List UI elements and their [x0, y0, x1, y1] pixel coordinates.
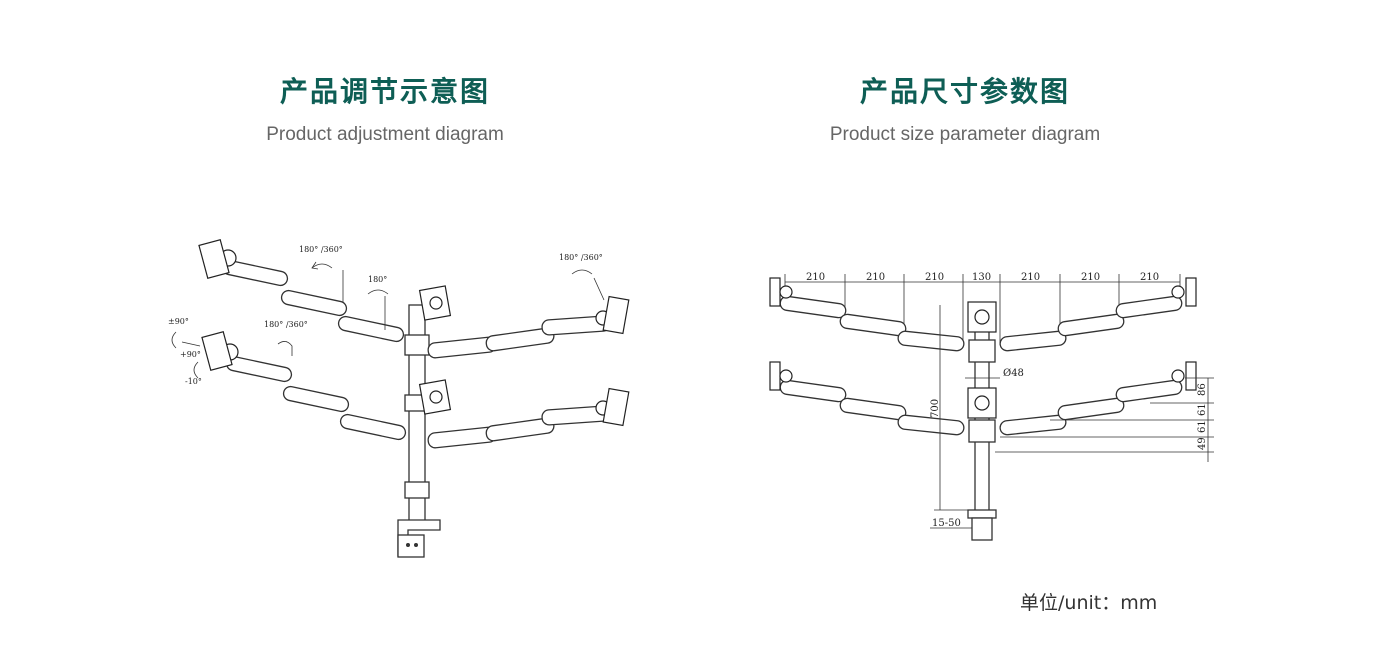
dimension-label: 210: [1081, 272, 1100, 283]
angle-label: +90°: [180, 350, 201, 359]
angle-label: 180° /360°: [559, 253, 603, 262]
angle-label: 180°: [368, 275, 387, 284]
monitor-plate-icon: [602, 295, 630, 335]
lower-left-arm: [201, 330, 407, 441]
dimension-label: 49: [1197, 437, 1208, 450]
monitor-plate-icon: [769, 361, 781, 391]
upper-right-arm: [999, 277, 1197, 352]
rotate-arrow-icon: [367, 289, 389, 295]
dimension-label: 86: [1197, 383, 1208, 396]
lower-left-arm: [769, 361, 965, 436]
lower-right-arm: [999, 361, 1197, 436]
dimension-label: 61: [1197, 420, 1208, 433]
adjustment-diagram-subtitle: Product adjustment diagram: [266, 124, 504, 145]
pole-height-label: 700: [930, 399, 941, 418]
pole-collar-lower: [968, 419, 996, 443]
dimension-label: 210: [1021, 272, 1040, 283]
monitor-plate-icon: [198, 238, 230, 280]
clamp-range-label: 15-50: [932, 518, 961, 529]
angle-label: 180° /360°: [264, 320, 308, 329]
angle-label: -10°: [185, 377, 202, 386]
upper-left-arm: [769, 277, 965, 352]
angle-label: ±90°: [168, 317, 189, 326]
pole-collar-upper: [404, 334, 430, 356]
rotate-arrow-icon: [277, 341, 293, 356]
monitor-plate-icon: [1185, 277, 1197, 307]
desk-clamp: [967, 509, 997, 541]
dimension-label: 210: [1140, 272, 1159, 283]
pole-collar-upper: [968, 339, 996, 363]
upper-left-arm: [198, 238, 405, 343]
size-diagram-title: 产品尺寸参数图: [859, 75, 1070, 108]
size-diagram-subtitle: Product size parameter diagram: [829, 124, 1101, 145]
pole-collar-lower: [404, 481, 430, 499]
dimension-label: 210: [866, 272, 885, 283]
tilt-arrow-icon: [171, 331, 177, 349]
monitor-plate-icon: [1185, 361, 1197, 391]
dimension-label: 130: [972, 272, 991, 283]
adjustment-diagram-title: 产品调节示意图: [279, 75, 490, 108]
size-diagram: 210 210 210 130 210 210 210: [769, 272, 1214, 541]
rotate-arrow-icon: [311, 263, 333, 269]
dimension-label: 210: [925, 272, 944, 283]
monitor-plate-icon: [769, 277, 781, 307]
unit-note: 单位/unit：mm: [1020, 592, 1158, 614]
dimension-label: 61: [1197, 403, 1208, 416]
tilt-arrow-icon: [193, 361, 199, 379]
dimension-label: 210: [806, 272, 825, 283]
desk-clamp: [397, 519, 441, 558]
monitor-plate-icon: [201, 330, 233, 372]
adjustment-diagram: 180° /360° 180° 180° /360° 180° /360° ±9…: [168, 238, 630, 558]
lower-right-arm: [427, 387, 630, 449]
monitor-plate-icon: [602, 387, 630, 427]
angle-label: 180° /360°: [299, 245, 343, 254]
pole-diameter-label: Ø48: [1003, 368, 1024, 379]
rotate-arrow-icon: [571, 269, 593, 275]
upper-right-arm: [427, 295, 630, 359]
